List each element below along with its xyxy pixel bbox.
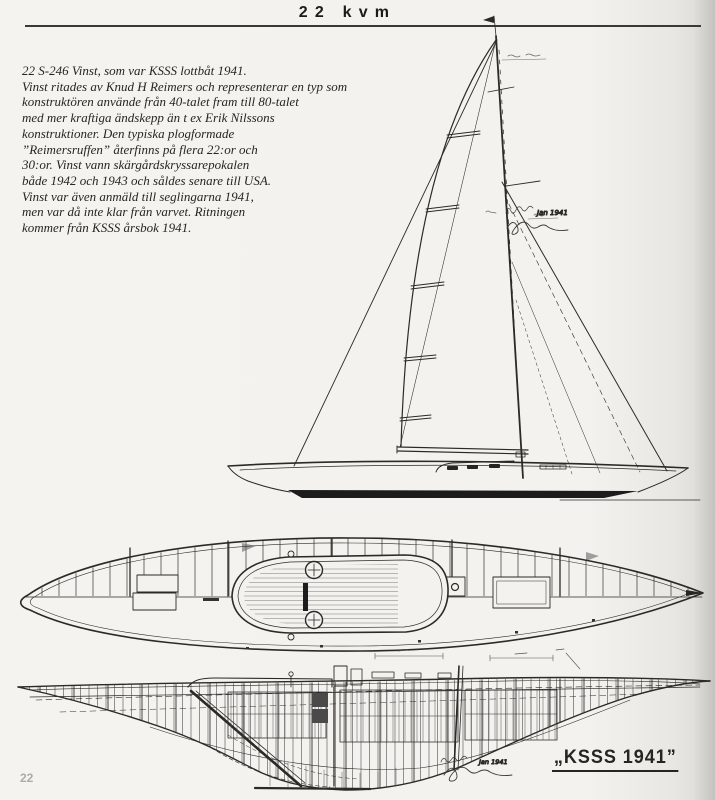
hull-profile — [227, 460, 701, 501]
construction-drawing: Jan 1941 — [17, 648, 711, 791]
tiller — [303, 583, 308, 611]
description-text: 22 S-246 Vinst, som var KSSS lottbåt 194… — [22, 63, 348, 236]
cabin-trunk — [187, 665, 452, 688]
drawing-title-label: „KSSS 1941” — [552, 747, 679, 772]
deck-fittings — [203, 598, 595, 650]
deck-plan-drawing — [19, 537, 704, 652]
construction-hull-outline — [17, 676, 711, 791]
sail-plan-drawing: Jan 1941 — [227, 15, 701, 501]
title-rule — [25, 25, 701, 27]
deck-hatches — [132, 574, 551, 611]
construction-signature — [440, 755, 513, 782]
sail-plan-signature — [505, 205, 569, 235]
page-title: 22 kvm — [298, 4, 397, 21]
page-number: 22 — [20, 771, 34, 785]
dimension-lines — [374, 648, 581, 670]
sail-plan-note: Jan 1941 — [535, 209, 568, 217]
mast — [483, 15, 541, 479]
rigging — [293, 39, 668, 475]
mainsail — [396, 39, 529, 458]
masthead-annotation — [485, 53, 559, 220]
construction-note: Jan 1941 — [477, 758, 508, 766]
cockpit — [231, 550, 449, 641]
interior-joinery — [227, 689, 558, 743]
